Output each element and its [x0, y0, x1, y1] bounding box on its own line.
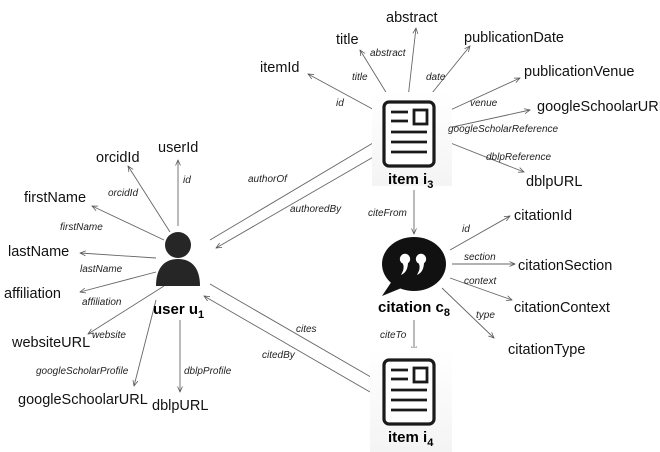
- attr-userid: userId: [158, 140, 198, 156]
- arrow-item-abstract: [407, 28, 416, 99]
- edge-label-abstract: abstract: [370, 48, 407, 59]
- person-icon: [156, 232, 200, 286]
- edge-label-id-citation: id: [462, 224, 470, 235]
- relation-label-citedby: citedBy: [262, 350, 296, 361]
- citation-label: citation c8: [378, 299, 450, 319]
- arrow-citedby: [204, 296, 371, 393]
- arrow-item-dblp: [447, 141, 524, 172]
- edge-label-lastname: lastName: [80, 264, 123, 275]
- arrow-user-affiliation: [80, 271, 157, 292]
- arrow-cites: [209, 283, 376, 380]
- relation-label-citeto: citeTo: [380, 330, 407, 341]
- citation-attribute-arrows: [441, 216, 515, 338]
- item3-label: item i3: [388, 171, 433, 191]
- edge-label-website: website: [92, 330, 126, 341]
- attr-citationid: citationId: [514, 208, 572, 224]
- item3-attribute-arrows: [308, 28, 530, 172]
- citation-attribute-nodes: citationId citationSection citationConte…: [508, 208, 612, 358]
- item4-label: item i4: [388, 429, 434, 449]
- arrow-item-venue: [445, 77, 520, 113]
- document-icon: [382, 100, 436, 168]
- user-label: user u1: [153, 301, 204, 321]
- relation-label-citefrom: citeFrom: [368, 208, 407, 219]
- arrow-user-orcidid: [128, 166, 171, 233]
- attr-firstname: firstName: [24, 190, 86, 206]
- attr-abstract: abstract: [386, 10, 438, 26]
- attr-publicationvenue: publicationVenue: [524, 64, 634, 80]
- arrow-user-googlescholar: [134, 299, 157, 386]
- attr-googleschoolarurl-user: googleSchoolarURL: [18, 392, 148, 408]
- attr-itemid: itemId: [260, 60, 300, 76]
- relation-label-authorof: authorOf: [248, 174, 288, 185]
- relation-labels: authorOf authoredBy citeFrom citeTo cite…: [248, 174, 407, 361]
- document-icon: [382, 358, 436, 426]
- edge-label-id-item: id: [336, 98, 344, 109]
- attr-lastname: lastName: [8, 244, 69, 260]
- attr-title: title: [336, 32, 359, 48]
- attr-publicationdate: publicationDate: [464, 30, 564, 46]
- edge-label-orcidid: orcidId: [108, 188, 138, 199]
- attr-dblpurl-user: dblpURL: [152, 398, 208, 414]
- edge-label-dblpprofile: dblpProfile: [184, 366, 232, 377]
- edge-label-firstname: firstName: [60, 222, 103, 233]
- citation-edge-labels: id section context type: [462, 224, 497, 321]
- arrow-user-website: [88, 285, 165, 334]
- attr-dblpurl-item: dblpURL: [526, 174, 582, 190]
- quote-bubble-icon: [382, 237, 446, 296]
- user-edge-labels: id orcidId firstName lastName affiliatio…: [36, 175, 232, 377]
- relation-label-cites: cites: [296, 324, 317, 335]
- edge-label-dblpreference: dblpReference: [486, 152, 551, 163]
- edge-label-section: section: [464, 252, 496, 263]
- attr-citationcontext: citationContext: [514, 300, 610, 316]
- edge-label-type: type: [476, 310, 495, 321]
- user-attribute-arrows: [80, 160, 180, 392]
- arrow-authorof: [209, 140, 378, 241]
- arrow-citation-context: [449, 277, 512, 300]
- item-edge-labels: id title abstract date venue googleSchol…: [336, 48, 559, 163]
- user-attribute-nodes: userId orcidId firstName lastName affili…: [4, 140, 208, 414]
- edge-label-googlescholarreference: googleScholarReference: [448, 124, 559, 135]
- relation-arrows: [204, 140, 414, 393]
- arrow-user-lastname: [80, 253, 157, 259]
- edge-label-date: date: [426, 72, 446, 83]
- attr-citationsection: citationSection: [518, 258, 612, 274]
- relation-label-authoredby: authoredBy: [290, 204, 342, 215]
- arrow-item-date: [427, 46, 470, 99]
- edge-label-id-user: id: [183, 175, 191, 186]
- attr-affiliation: affiliation: [4, 286, 61, 302]
- attr-citationtype: citationType: [508, 342, 585, 358]
- user-node: user u1: [153, 232, 204, 321]
- edge-label-title: title: [352, 72, 368, 83]
- item-attribute-nodes: itemId title abstract publicationDate pu…: [260, 10, 660, 190]
- item4-node: item i4: [370, 348, 452, 452]
- edge-label-affiliation: affiliation: [82, 297, 122, 308]
- arrow-item-itemid: [308, 74, 379, 113]
- arrow-authoredby: [216, 151, 383, 248]
- edge-label-venue: venue: [470, 98, 498, 109]
- arrow-citation-id: [449, 216, 510, 251]
- arrow-citation-type: [441, 287, 494, 338]
- attr-websiteurl: websiteURL: [11, 335, 90, 351]
- arrow-item-googlescholar: [447, 110, 530, 129]
- edge-label-googlescholarprofile: googleScholarProfile: [36, 366, 129, 377]
- item3-node: item i3: [372, 92, 452, 191]
- citation-node: citation c8: [378, 237, 450, 319]
- attr-orcidid: orcidId: [96, 150, 140, 166]
- attr-googleschoolarurl-item: googleSchoolarURL: [537, 99, 660, 115]
- edge-label-context: context: [464, 276, 497, 287]
- arrow-user-firstname: [92, 205, 165, 241]
